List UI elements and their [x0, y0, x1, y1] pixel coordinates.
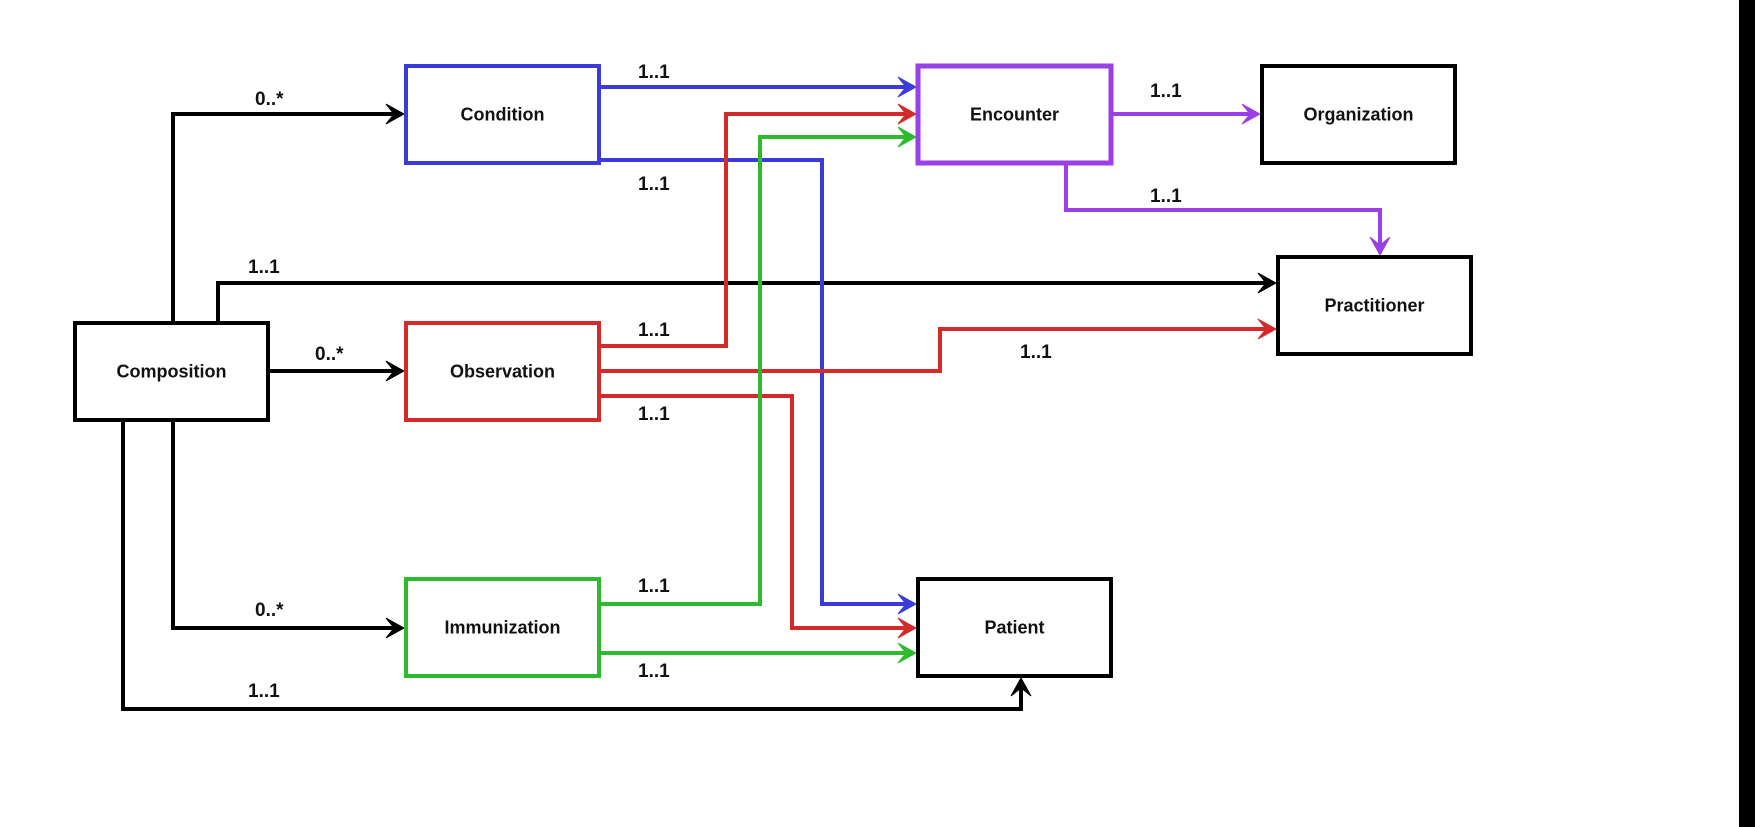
multiplicity-label: 1..1 — [1150, 81, 1182, 102]
window-border — [1739, 0, 1755, 827]
edge-composition-practitioner — [216, 272, 1278, 323]
edge-composition-condition — [171, 103, 406, 323]
edge-observation-practitioner — [599, 318, 1278, 373]
multiplicity-label: 1..1 — [638, 62, 670, 83]
node-label: Organization — [1303, 105, 1413, 125]
multiplicity-label: 1..1 — [638, 174, 670, 195]
node-encounter[interactable]: Encounter — [915, 63, 1114, 166]
node-label: Patient — [984, 618, 1044, 638]
arrowhead-icon — [897, 126, 918, 148]
multiplicity-label: 1..1 — [638, 661, 670, 682]
edge-line — [599, 327, 1266, 373]
nodes-layer: Composition ConditionObservationImmunizat… — [73, 63, 1473, 678]
edge-line — [216, 281, 1266, 323]
arrowhead-icon — [1241, 103, 1262, 125]
node-label: Condition — [461, 105, 545, 125]
node-condition[interactable]: Condition — [404, 64, 601, 165]
edge-encounter-practitioner — [1064, 163, 1391, 257]
arrowhead-icon — [385, 360, 406, 382]
node-label: Observation — [450, 362, 555, 382]
edge-line — [171, 420, 394, 630]
arrowhead-icon — [1010, 676, 1032, 697]
multiplicity-label: 1..1 — [638, 404, 670, 425]
arrowhead-icon — [1257, 318, 1278, 340]
multiplicity-label: 1..1 — [1020, 342, 1052, 363]
node-label: Composition — [117, 362, 227, 382]
node-box[interactable] — [915, 63, 1114, 166]
arrowhead-icon — [385, 103, 406, 125]
edge-line — [599, 112, 906, 348]
arrowhead-icon — [897, 617, 918, 639]
edge-observation-patient — [599, 394, 918, 639]
edge-condition-patient — [599, 158, 918, 615]
edge-line — [599, 135, 906, 606]
arrowhead-icon — [385, 617, 406, 639]
multiplicity-label: 1..1 — [248, 681, 280, 702]
edges-layer — [121, 76, 1391, 711]
multiplicity-label: 1..1 — [638, 320, 670, 341]
edge-immunization-encounter — [599, 126, 918, 606]
node-box[interactable] — [1276, 255, 1473, 356]
node-composition[interactable]: Composition — [73, 321, 270, 422]
node-box[interactable] — [404, 64, 601, 165]
node-label: Immunization — [445, 618, 561, 638]
edge-composition-immunization — [171, 420, 406, 639]
node-label: Practitioner — [1324, 296, 1424, 316]
edge-observation-encounter — [599, 103, 918, 348]
edge-encounter-organization — [1111, 103, 1262, 125]
arrowhead-icon — [897, 642, 918, 664]
node-box[interactable] — [404, 577, 601, 678]
node-box[interactable] — [73, 321, 270, 422]
arrowhead-icon — [1257, 272, 1278, 294]
node-organization[interactable]: Organization — [1260, 64, 1457, 165]
edge-line — [1064, 163, 1382, 245]
multiplicity-label: 0..* — [255, 89, 284, 110]
edge-composition-observation — [268, 360, 406, 382]
multiplicity-label: 0..* — [315, 344, 344, 365]
edge-immunization-patient — [599, 642, 918, 664]
node-box[interactable] — [404, 321, 601, 422]
multiplicity-label: 0..* — [255, 600, 284, 621]
arrowhead-icon — [897, 76, 918, 98]
node-practitioner[interactable]: Practitioner — [1276, 255, 1473, 356]
multiplicity-label: 1..1 — [248, 257, 280, 278]
multiplicity-label: 1..1 — [1150, 186, 1182, 207]
node-box[interactable] — [1260, 64, 1457, 165]
arrowhead-icon — [897, 593, 918, 615]
edge-condition-encounter — [599, 76, 918, 98]
arrowhead-icon — [897, 103, 918, 125]
node-label: Encounter — [970, 105, 1059, 125]
arrowhead-icon — [1369, 236, 1391, 257]
node-box[interactable] — [916, 577, 1113, 678]
node-immunization[interactable]: Immunization — [404, 577, 601, 678]
multiplicity-label: 1..1 — [638, 576, 670, 597]
edge-line — [599, 394, 906, 630]
edge-line — [121, 420, 1023, 711]
multiplicity-labels: 0..* 0..* 0..* 1..1 1..1 1..1 1..1 1..1 1..1 1..1… — [248, 62, 1182, 702]
edge-composition-patient — [121, 420, 1032, 711]
node-observation[interactable]: Observation — [404, 321, 601, 422]
edge-line — [171, 112, 394, 323]
edge-line — [599, 158, 906, 606]
node-patient[interactable]: Patient — [916, 577, 1113, 678]
